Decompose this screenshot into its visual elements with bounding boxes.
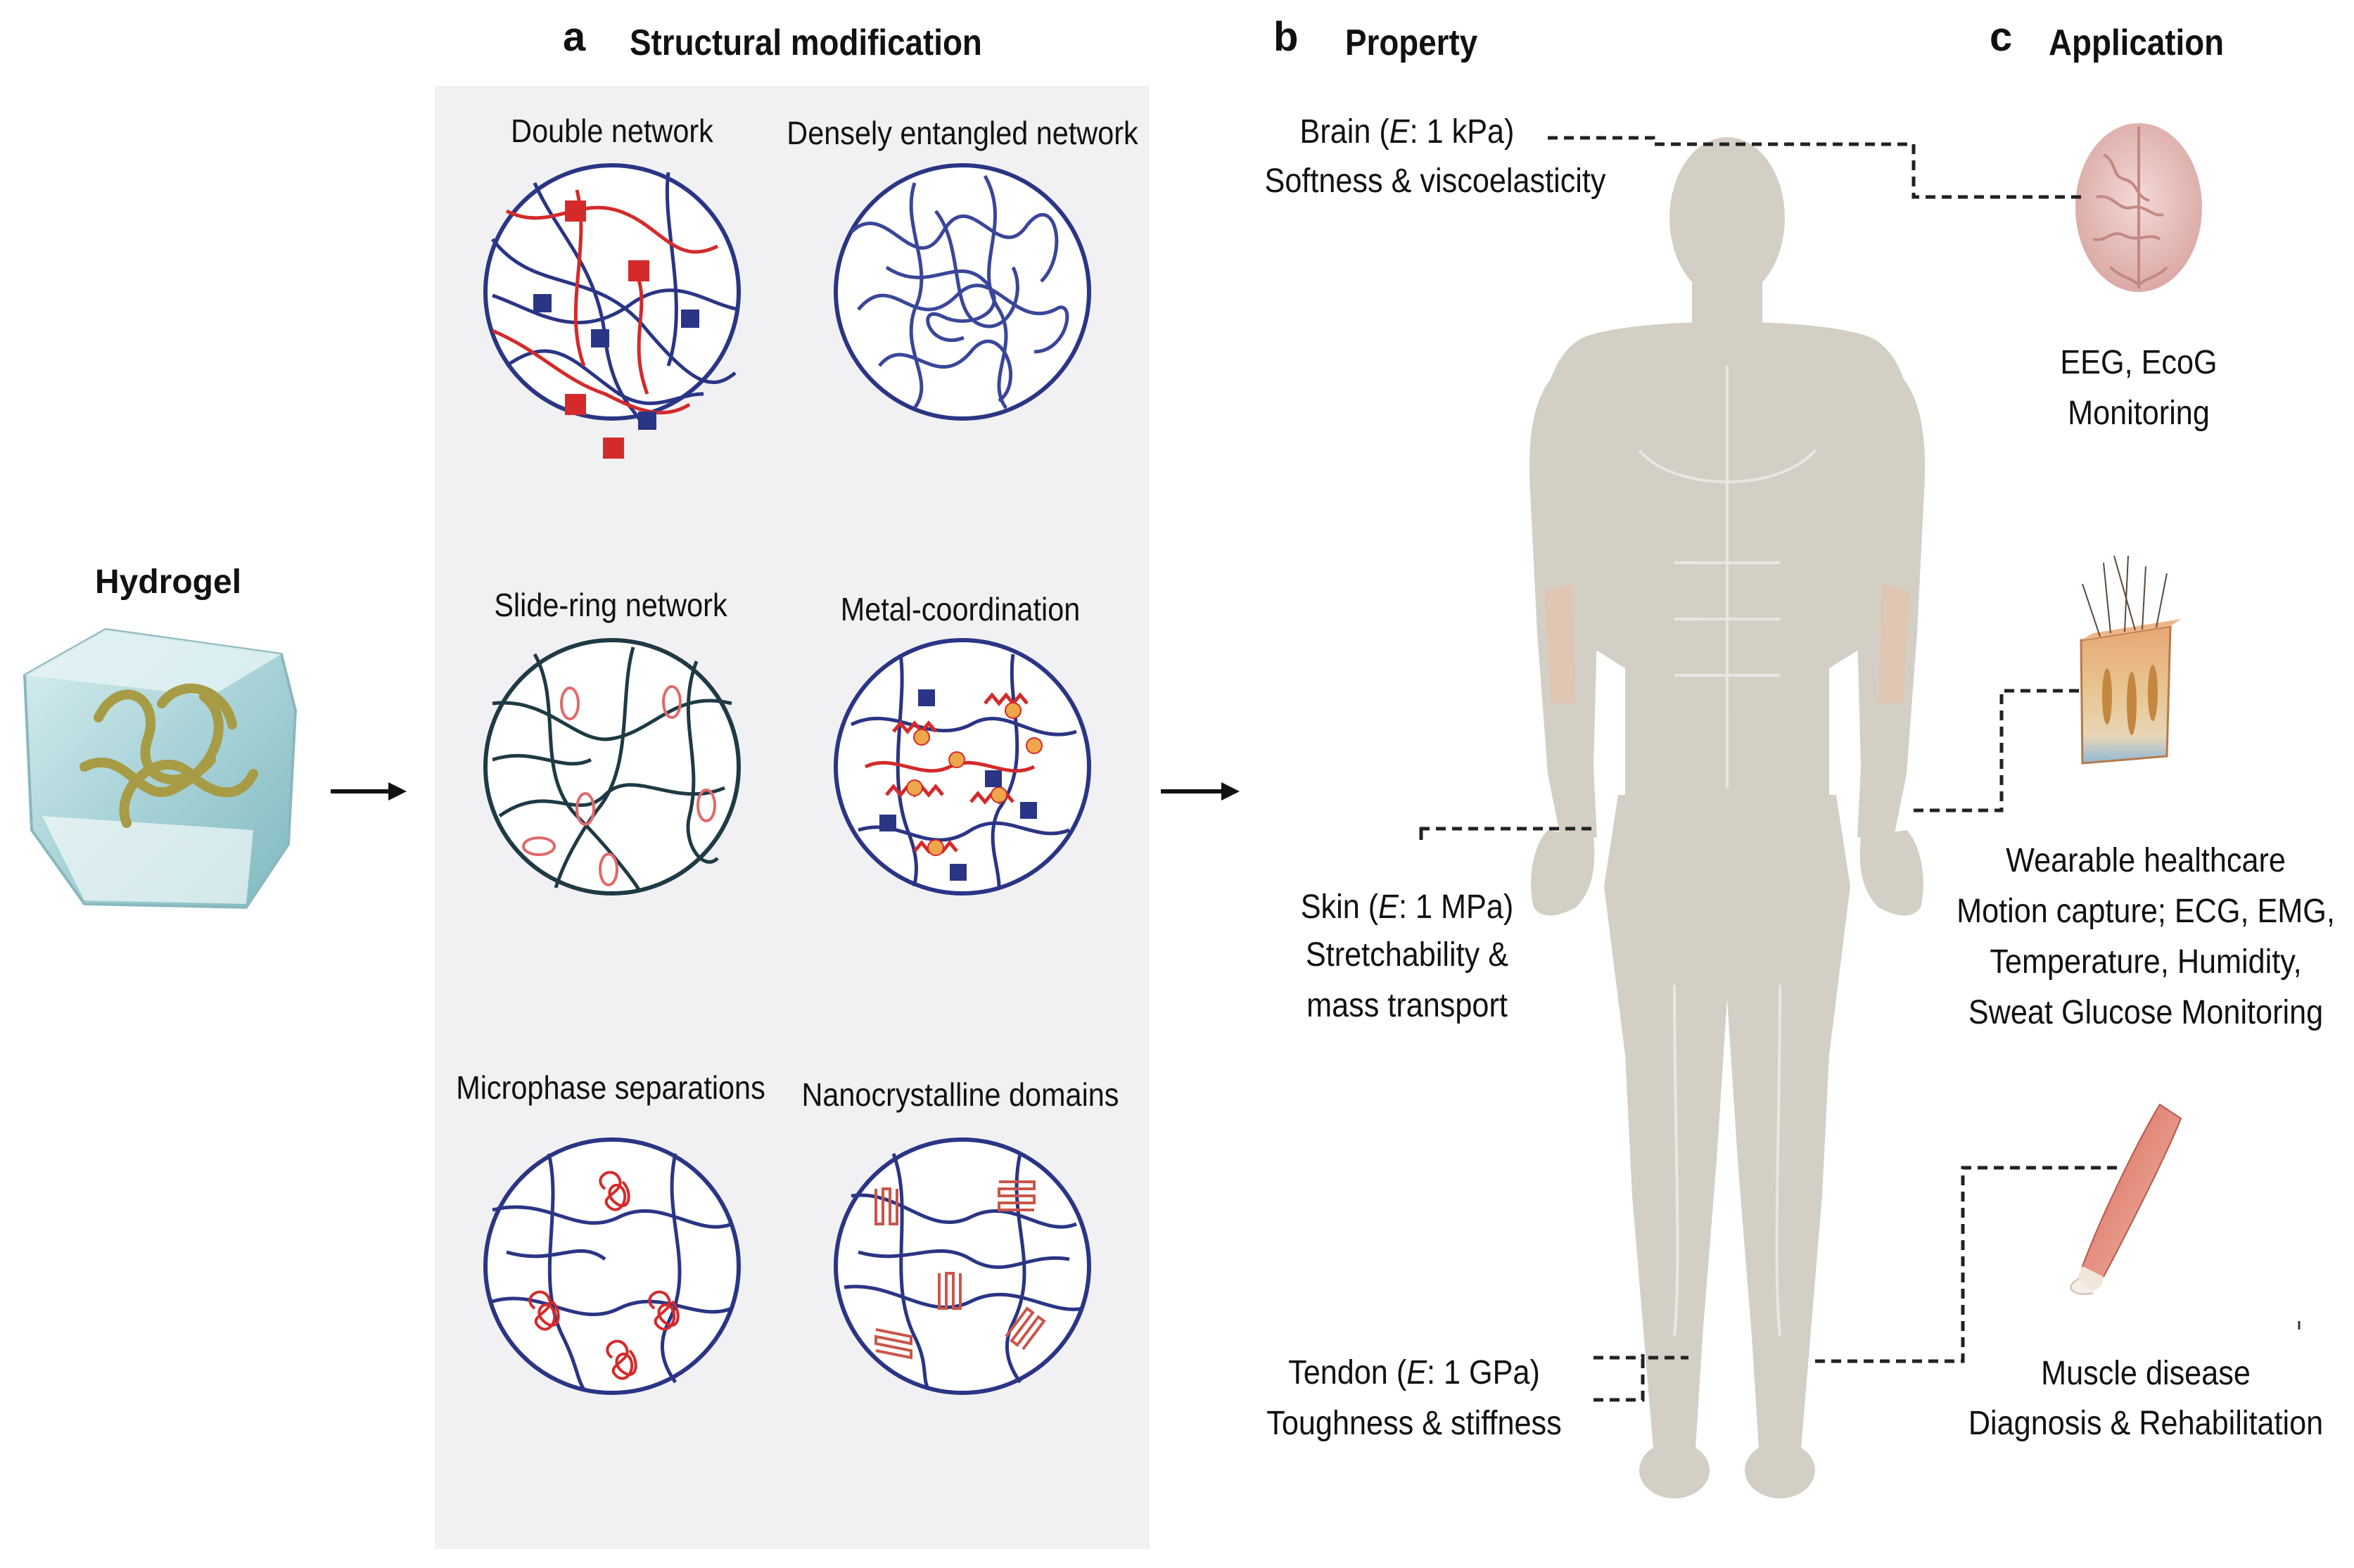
- microphase-separations-diagram: [483, 1137, 741, 1395]
- skin-property-desc-1: Stretchability &: [1305, 936, 1509, 974]
- dashed-connectors: [1419, 136, 2118, 1402]
- slide-ring-network-title: Slide-ring network: [494, 587, 727, 623]
- brain-property-desc: Softness & viscoelasticity: [1264, 162, 1606, 200]
- tendon-property-desc: Toughness & stiffness: [1266, 1405, 1562, 1442]
- human-body-silhouette: [1529, 137, 1926, 1498]
- skin-application-4: Sweat Glucose Monitoring: [1968, 994, 2324, 1031]
- brain-image: [2075, 123, 2202, 292]
- brain-modulus-label: Brain (E: 1 kPa): [1299, 113, 1515, 151]
- skin-application-2: Motion capture; ECG, EMG,: [1957, 893, 2335, 930]
- panel-a-title: Structural modification: [630, 23, 982, 63]
- panel-c-letter: c: [1990, 14, 2013, 60]
- panel-c-title: Application: [2049, 23, 2225, 63]
- hydrogel-label: Hydrogel: [95, 563, 242, 601]
- panel-a-letter: a: [563, 14, 586, 60]
- microphase-separations-title: Microphase separations: [456, 1069, 765, 1106]
- panel-b-letter: b: [1273, 14, 1299, 60]
- nanocrystalline-domains-diagram: [834, 1137, 1091, 1395]
- forearm-muscles: [1544, 584, 1910, 703]
- densely-entangled-network-diagram: [834, 163, 1091, 421]
- arrow-to-modification: [331, 782, 407, 801]
- skin-modulus-label: Skin (E: 1 MPa): [1300, 888, 1514, 926]
- brain-application-1: EEG, EcoG: [2060, 344, 2218, 381]
- muscle-tendon-image: [2070, 1103, 2301, 1330]
- skin-layers-image: [2080, 555, 2181, 765]
- double-network-diagram: [483, 163, 741, 459]
- skin-application-3: Temperature, Humidity,: [1990, 943, 2302, 981]
- slide-ring-network-diagram: [483, 638, 741, 895]
- metal-coordination-diagram: [834, 638, 1091, 895]
- panel-b-title: Property: [1345, 23, 1478, 63]
- arrow-to-property: [1161, 782, 1240, 801]
- tendon-modulus-label: Tendon (E: 1 GPa): [1288, 1354, 1540, 1391]
- nanocrystalline-domains-title: Nanocrystalline domains: [801, 1076, 1119, 1113]
- densely-entangled-network-title: Densely entangled network: [787, 115, 1138, 151]
- brain-application-2: Monitoring: [2068, 395, 2210, 432]
- double-network-title: Double network: [511, 113, 713, 149]
- muscle-application-2: Diagnosis & Rehabilitation: [1968, 1405, 2324, 1442]
- metal-coordination-title: Metal-coordination: [840, 591, 1081, 627]
- hydrogel-block-image: [23, 627, 298, 910]
- skin-property-desc-2: mass transport: [1306, 987, 1508, 1024]
- muscle-application-1: Muscle disease: [2041, 1355, 2251, 1392]
- body-muscle-lines: [1638, 366, 1817, 1337]
- skin-application-1: Wearable healthcare: [2006, 842, 2286, 879]
